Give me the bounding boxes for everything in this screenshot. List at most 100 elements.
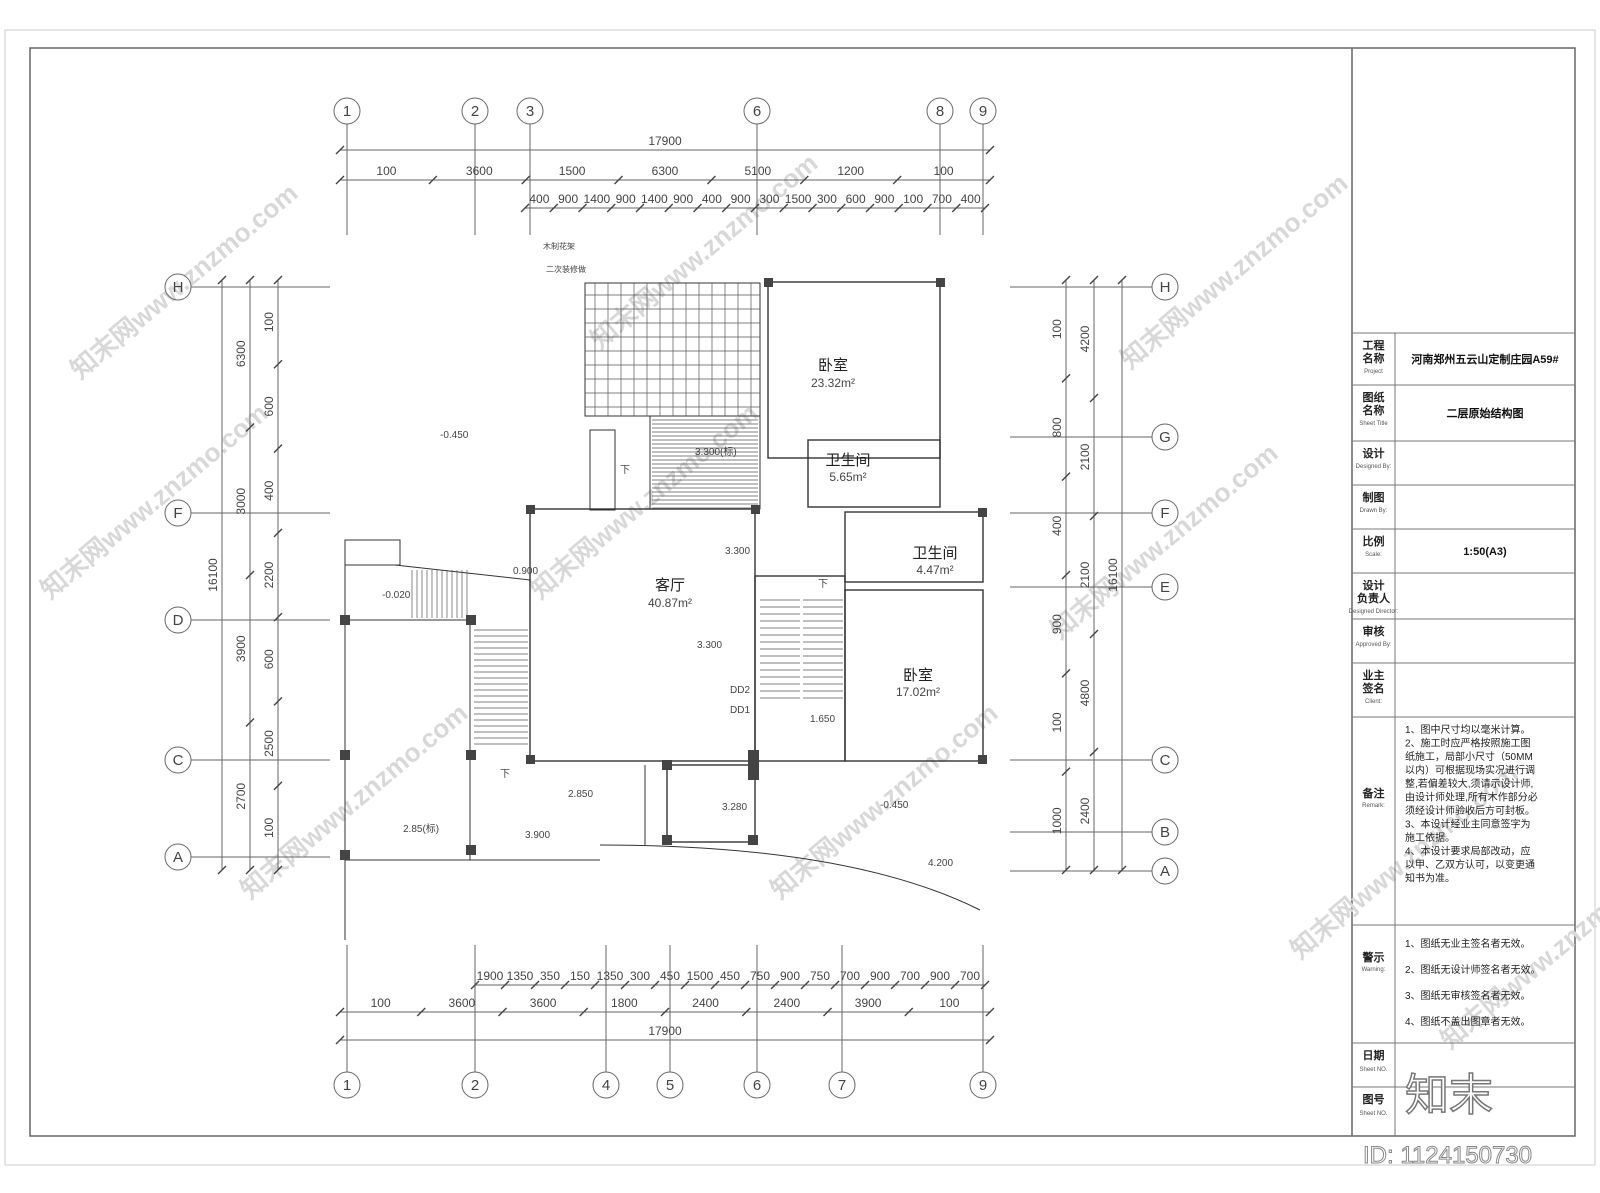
dim-right-small: 100 [1050,712,1064,732]
svg-text:DD2: DD2 [730,685,750,696]
axis-right-A-label: A [1160,863,1170,880]
axis-bottom-9-label: 9 [979,1077,987,1094]
axis-right-E-label: E [1160,579,1170,596]
title-block-label-en: Designed By: [1356,464,1392,470]
svg-text:0.900: 0.900 [513,566,538,577]
bath1-area: 5.65m² [829,470,866,484]
axis-top-6-label: 6 [753,103,761,120]
bedroom1-area: 23.32m² [811,376,855,390]
axis-bottom-4-label: 4 [602,1077,610,1094]
title-block-label-en: Client: [1365,699,1382,705]
dim-bottom-row2: 700 [960,969,980,983]
svg-text:-0.450: -0.450 [880,800,909,811]
remark-line: 3、本设计经业主同意签字为 [1405,818,1531,831]
building-plan [344,281,984,940]
axis-top-8-label: 8 [936,103,944,120]
dim-top-row2: 1400 [584,192,611,206]
svg-text:1.650: 1.650 [810,714,835,725]
dim-bottom-row2: 450 [720,969,740,983]
warning-label-en: Warning: [1362,967,1386,973]
dim-top-row2: 400 [529,192,549,206]
dim-right-mid: 2100 [1078,561,1092,588]
dim-left-mid: 6300 [234,340,248,367]
curved-path [599,844,981,911]
remark-line: 以甲、乙双方认可，以变更通 [1405,858,1535,871]
dim-right-small: 800 [1050,417,1064,437]
warning-line: 1、图纸无业主签名者无效。 [1405,937,1531,950]
axis-top-9-label: 9 [979,103,987,120]
dim-bottom-row2: 1350 [507,969,534,983]
axis-bottom-2-label: 2 [471,1077,479,1094]
dim-top-row1: 1500 [559,164,586,178]
watermark-text: 知末网www.znzmo.com [65,177,304,384]
dim-top-row2: 900 [673,192,693,206]
dim-right-mid: 4200 [1078,325,1092,352]
znzmo-logo: 知末 [1405,1071,1493,1120]
dim-right-small: 400 [1050,516,1064,536]
axis-left-A-label: A [173,849,183,866]
title-block-label: 签名 [1362,681,1385,695]
title-block-label-en: Approved By: [1355,642,1391,648]
dim-bottom-row2: 1350 [597,969,624,983]
title-block-value: 河南郑州五云山定制庄园A59# [1411,352,1558,366]
bath2-wall [844,511,984,583]
dim-top-total: 17900 [648,134,682,148]
title-block-label-en: Drawn By: [1360,508,1388,514]
hatch-layer [411,283,843,745]
dim-left-small: 600 [262,396,276,416]
dim-bottom-row2: 150 [570,969,590,983]
upper-balcony [649,415,761,510]
dim-left-total: 16100 [206,558,220,592]
title-block-label: 名称 [1363,403,1385,417]
remark-label-en: Remark: [1362,803,1385,809]
warning-line: 2、图纸无设计师签名者无效。 [1405,963,1541,976]
title-block-label: 负责人 [1357,591,1391,605]
living-area: 40.87m² [648,596,692,610]
warning-label: 警示 [1362,950,1385,964]
dim-top-row2: 400 [702,192,722,206]
axis-right-G-label: G [1159,429,1171,446]
dim-left-small: 600 [262,649,276,669]
dimension-chains: 17900 100 3600 1500 6300 5100 1200 100 400 900 140… [206,134,1127,1045]
dim-top-row2: 700 [932,192,952,206]
svg-text:木制花架: 木制花架 [543,241,575,251]
dim-top-row1: 1200 [837,164,864,178]
dim-bottom-row1: 3600 [530,996,557,1010]
remark-label: 备注 [1362,786,1385,800]
dim-bottom-row1: 3900 [855,996,882,1010]
axis-bottom-7-label: 7 [838,1077,846,1094]
dim-top-row2: 1500 [785,192,812,206]
title-block-label: 比例 [1363,534,1385,548]
date-label: 日期 [1363,1048,1385,1062]
dim-bottom-row2: 450 [660,969,680,983]
image-id: ID: 1124150730 [1363,1142,1532,1169]
dim-bottom-row2: 750 [810,969,830,983]
axis-bottom-1-label: 1 [343,1077,351,1094]
columns [340,278,987,860]
bedroom2-area: 17.02m² [896,685,940,699]
title-block-value: 1:50(A3) [1463,546,1507,558]
watermark-text: 知末网www.znzmo.com [235,697,474,904]
axis-right-B-label: B [1160,824,1170,841]
title-block-label: 设计 [1363,446,1385,460]
svg-text:3.280: 3.280 [722,802,747,813]
title-block-label-en: Designed Director: [1349,609,1399,615]
axis-right-F-label: F [1160,505,1169,522]
dim-bottom-row2: 300 [630,969,650,983]
svg-text:下: 下 [818,579,828,590]
dim-bottom-row2: 900 [930,969,950,983]
title-block-label: 名称 [1363,351,1385,365]
svg-text:DD1: DD1 [730,705,750,716]
living-room-wall [529,508,756,762]
dim-bottom-row2: 900 [870,969,890,983]
dim-bottom-row1: 100 [371,996,391,1010]
dim-right-small: 1000 [1050,807,1064,834]
dim-top-row1: 5100 [745,164,772,178]
svg-text:3.300: 3.300 [725,546,750,557]
level-labels: -0.450 3.300(标) 3.300 3.300 -0.020 0.900… [382,241,953,869]
svg-text:3.900: 3.900 [525,830,550,841]
dim-right-small: 900 [1050,614,1064,634]
dim-top-row2: 900 [616,192,636,206]
dim-left-mid: 3000 [234,488,248,515]
